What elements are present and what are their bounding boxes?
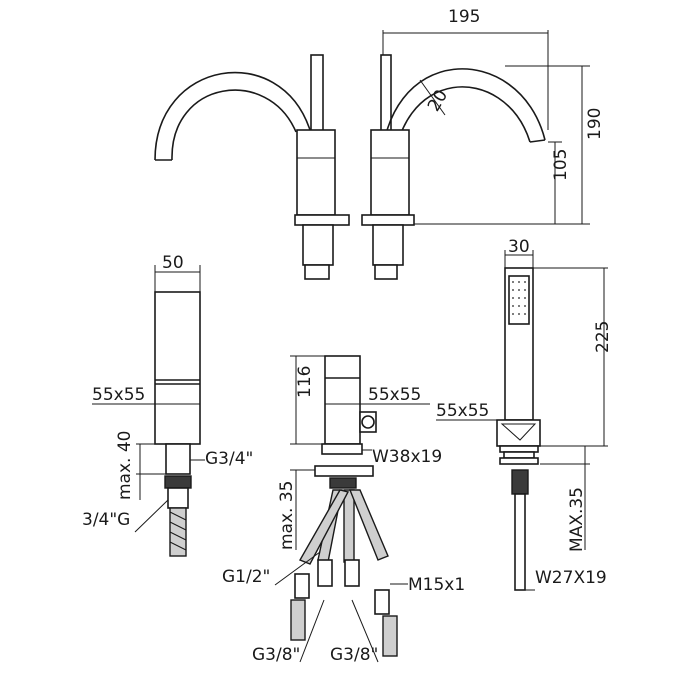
mixer-body-label: 55x55 xyxy=(368,385,421,405)
mixer-g38-left-label: G3/8" xyxy=(252,645,300,665)
handle-max-label: max. 40 xyxy=(115,431,135,500)
handle-view: 50 55x55 max. 40 G3/4" 3/4"G xyxy=(82,253,253,557)
mixer-hose-right-label: M15x1 xyxy=(408,575,465,595)
shower-view: 30 225 55x55 MAX.35 W27X19 xyxy=(436,237,613,591)
shower-height-label: 225 xyxy=(593,321,613,353)
spout-right-view: 195 20 190 105 xyxy=(361,7,605,280)
spout-outlet-label: 105 xyxy=(551,149,571,181)
handle-width-label: 50 xyxy=(162,253,184,273)
handle-thread-label: G3/4" xyxy=(205,449,253,469)
spout-left-view xyxy=(154,54,350,280)
shower-max-label: MAX.35 xyxy=(567,487,587,552)
mixer-nut-label: W38x19 xyxy=(372,447,442,467)
spout-width-label: 195 xyxy=(448,7,480,27)
mixer-height-label: 116 xyxy=(295,366,315,398)
mixer-max-label: max. 35 xyxy=(277,481,297,550)
shower-width-label: 30 xyxy=(508,237,530,257)
shower-nut-label: W27X19 xyxy=(535,568,607,588)
mixer-hose-left-label: G1/2" xyxy=(222,567,270,587)
mixer-g38-right-label: G3/8" xyxy=(330,645,378,665)
shower-nozzle-dots xyxy=(512,281,526,315)
spout-height-label: 190 xyxy=(585,108,605,140)
handle-hose-label: 3/4"G xyxy=(82,510,130,530)
handle-body-label: 55x55 xyxy=(92,385,145,405)
shower-body-label: 55x55 xyxy=(436,401,489,421)
mixer-view: 116 55x55 W38x19 max. 35 G1/2" M15x1 G xyxy=(222,355,465,665)
